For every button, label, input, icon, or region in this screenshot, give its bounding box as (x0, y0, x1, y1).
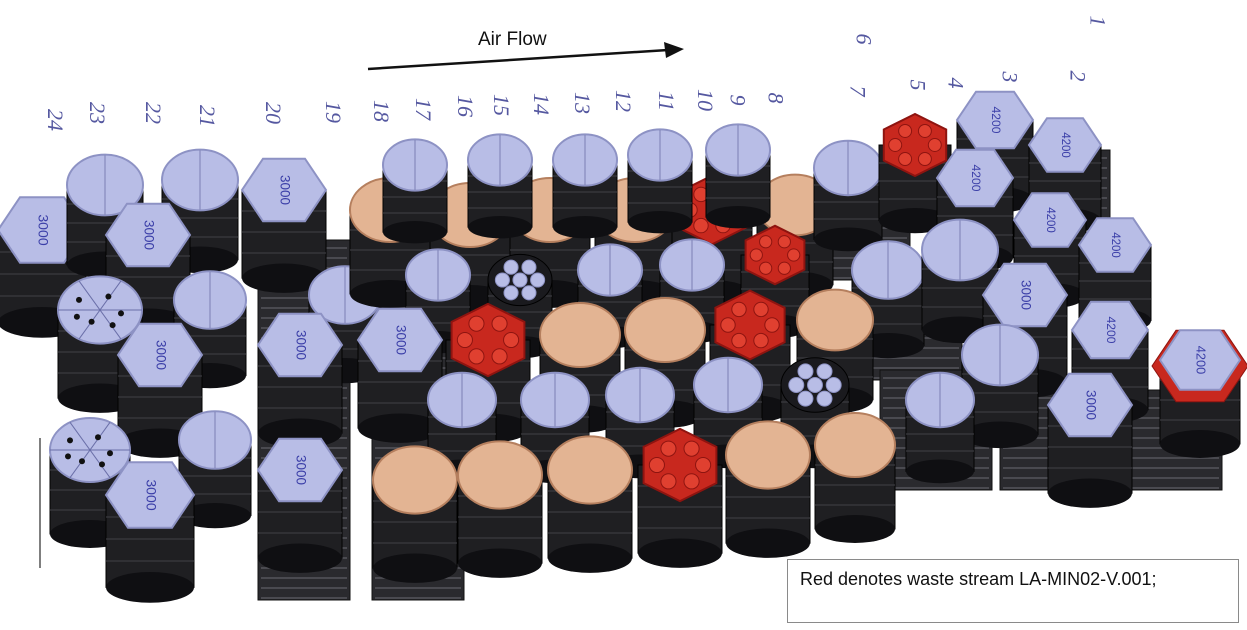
row-number: 9 (725, 94, 751, 106)
row-number: 13 (570, 92, 595, 114)
canister (637, 427, 723, 568)
row-number: 18 (369, 100, 394, 122)
row-number: 21 (195, 105, 220, 127)
row-number: 7 (845, 85, 871, 97)
row-number: 20 (261, 102, 286, 124)
canister-label: 4200 (1109, 232, 1121, 258)
row-number: 5 (905, 79, 931, 91)
row-number: 4 (943, 77, 969, 89)
legend-box: Red denotes waste stream LA-MIN02-V.001; (787, 559, 1239, 623)
canister (627, 128, 693, 234)
canister-layer: 3000 3000 3000 3000 3000 3000 3000 4200 4200 4200… (0, 90, 1247, 603)
canister (905, 371, 975, 484)
canister (457, 440, 543, 578)
canister-label: 3000 (393, 325, 408, 355)
row-number: 22 (141, 102, 166, 124)
canister (552, 133, 618, 239)
canister (547, 435, 633, 573)
row-number: 6 (851, 33, 877, 45)
canister: 3000 (256, 312, 344, 448)
canister-label: 3000 (277, 175, 292, 205)
row-number: 15 (489, 94, 514, 116)
canister: 3000 (1046, 372, 1134, 508)
canister (467, 133, 533, 239)
canister (813, 139, 883, 252)
canister-label: 3000 (1083, 390, 1098, 420)
canister (725, 420, 811, 558)
row-number: 24 (43, 109, 68, 131)
airflow-label: Air Flow (478, 29, 547, 50)
row-number: 23 (85, 102, 110, 124)
canister-label: 3000 (141, 220, 156, 250)
row-number: 16 (453, 95, 478, 117)
row-number: 11 (654, 90, 680, 112)
canister-label: 3000 (1018, 280, 1033, 310)
canister (382, 138, 448, 244)
canister: 3000 (256, 437, 344, 573)
canister (372, 445, 458, 583)
row-number: 10 (693, 89, 718, 111)
canister (814, 412, 896, 543)
canister: 4200 (1151, 329, 1247, 458)
canister-label: 4200 (969, 164, 983, 191)
airflow-arrow (367, 42, 684, 71)
canister-label: 3000 (293, 455, 308, 485)
legend-text: Red denotes waste stream LA-MIN02-V.001; (800, 569, 1157, 589)
canister-label: 4200 (989, 106, 1003, 133)
row-number: 17 (411, 98, 436, 120)
canister-label: 3000 (35, 214, 51, 245)
row-number: 14 (529, 93, 554, 115)
row-number: 19 (321, 101, 346, 123)
canister-label: 3000 (153, 340, 168, 370)
row-number: 1 (1085, 15, 1111, 27)
canister-label: 4200 (1194, 346, 1209, 374)
canister (961, 323, 1039, 449)
row-number: 3 (997, 71, 1023, 83)
canister-label: 4200 (1044, 207, 1056, 233)
canister: 3000 (240, 157, 328, 293)
canister-label: 3000 (143, 479, 159, 510)
row-number: 2 (1065, 70, 1091, 82)
canister-label: 4200 (1059, 132, 1071, 158)
canister: 4200 (1027, 117, 1103, 234)
row-number: 8 (763, 92, 789, 104)
canister-label: 3000 (293, 330, 308, 360)
canister (705, 123, 771, 229)
canister-label: 4200 (1104, 316, 1118, 343)
row-number: 12 (611, 90, 636, 112)
canister: 3000 (104, 461, 196, 603)
